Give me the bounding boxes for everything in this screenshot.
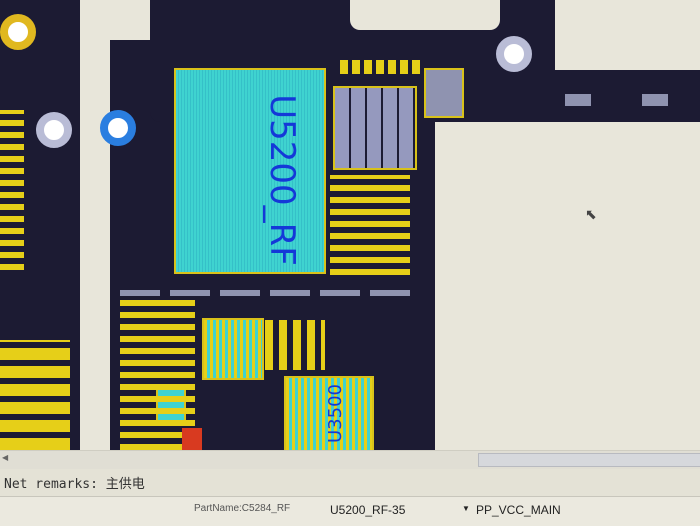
part-name: PartName:C5284_RF bbox=[194, 503, 291, 514]
chip-small[interactable] bbox=[424, 68, 464, 118]
chip-lower-left[interactable] bbox=[202, 318, 264, 380]
net-remarks: Net remarks: 主供电 bbox=[4, 473, 145, 492]
pad bbox=[330, 175, 410, 275]
chip-label-u5200: U5200_RF bbox=[261, 94, 302, 266]
scrollbar-thumb[interactable] bbox=[478, 453, 700, 467]
scroll-left-arrow-icon[interactable]: ◀ bbox=[2, 453, 9, 462]
pad bbox=[265, 320, 325, 370]
pad bbox=[120, 300, 195, 450]
chip-u5200-rf[interactable]: U5200_RF bbox=[174, 68, 326, 274]
net-remarks-label: Net remarks: bbox=[4, 477, 98, 492]
chip-label-u3500: U3500 bbox=[324, 384, 346, 443]
mounting-hole bbox=[0, 14, 36, 50]
net-remarks-value: 主供电 bbox=[105, 477, 145, 492]
board-canvas[interactable]: U5200_RF U3500 ⬉ bbox=[0, 0, 700, 454]
board-cutout bbox=[350, 0, 500, 30]
board-cutout bbox=[555, 0, 700, 70]
pin-name: U5200_RF-35 bbox=[330, 503, 406, 517]
mounting-hole bbox=[496, 36, 532, 72]
horizontal-scrollbar[interactable]: ◀ bbox=[0, 450, 700, 469]
chip-u3500[interactable]: U3500 bbox=[284, 376, 374, 454]
board-cutout bbox=[435, 122, 700, 450]
pad bbox=[120, 290, 420, 296]
net-dropdown-arrow-icon[interactable]: ▼ bbox=[462, 504, 470, 513]
chip-bga[interactable] bbox=[333, 86, 417, 170]
mounting-hole bbox=[36, 112, 72, 148]
pad bbox=[0, 340, 70, 450]
net-name[interactable]: PP_VCC_MAIN bbox=[476, 503, 561, 517]
pad bbox=[182, 428, 202, 450]
mounting-hole bbox=[100, 110, 136, 146]
pad bbox=[642, 94, 668, 106]
mouse-cursor-icon: ⬉ bbox=[585, 206, 597, 222]
pad bbox=[340, 60, 420, 74]
status-bar: PartName:C5284_RF U5200_RF-35 ▼ PP_VCC_M… bbox=[0, 496, 700, 526]
pad bbox=[0, 110, 24, 270]
pad bbox=[565, 94, 591, 106]
